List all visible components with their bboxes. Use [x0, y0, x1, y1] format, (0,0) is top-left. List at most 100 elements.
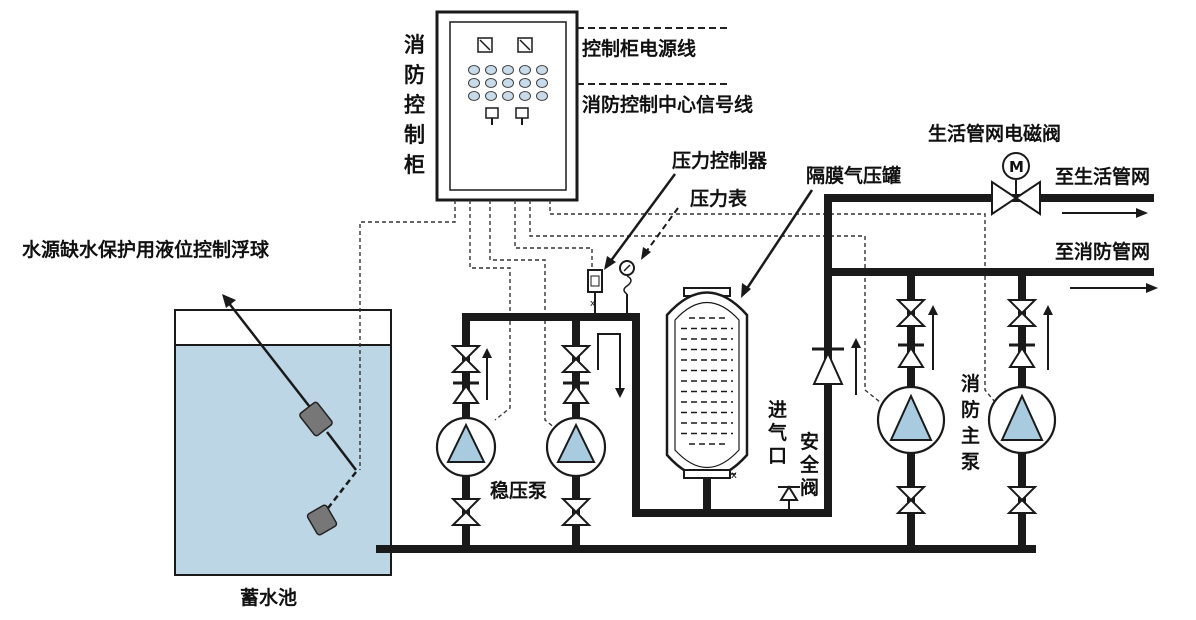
safety-valve-char-1: 安 [800, 430, 819, 453]
pressure-gauge-label: 压力表 [690, 187, 748, 210]
float-arrow-head [222, 294, 236, 308]
storage-tank [174, 309, 392, 576]
wire-main-1 [529, 200, 881, 403]
safety-valve-char-3: 阀 [800, 476, 819, 499]
float-switch-label: 水源缺水保护用液位控制浮球 [22, 238, 270, 261]
gate-valve-top-upper [450, 345, 482, 361]
solenoid-valve: M [991, 152, 1041, 216]
float-cable-dashed [324, 471, 357, 513]
indicator-light [519, 78, 531, 88]
safety-valve-char-2: 全 [799, 453, 820, 476]
diaphragm-tank-label: 隔膜气压罐 [806, 164, 901, 187]
wire-pressure-switch [514, 200, 593, 270]
air-inlet-label: 进 气 口 [767, 399, 787, 467]
cabinet-label-char-4: 制 [404, 123, 425, 147]
indicator-light [536, 78, 548, 88]
cabinet-label-char-2: 防 [404, 63, 425, 87]
solenoid-label: 生活管网电磁阀 [928, 122, 1061, 145]
signal-line-label: 消防控制中心信号线 [582, 93, 753, 116]
jockey-pump-1-impeller [446, 422, 486, 463]
tank-outline [174, 309, 392, 576]
pressure-controller-label: 压力控制器 [672, 149, 768, 172]
tank-interior-dashes [681, 317, 733, 445]
float-arrow-line [227, 301, 321, 421]
indicator-light [485, 65, 497, 75]
main-check-valve-2 [1008, 346, 1036, 368]
main-pump-1-impeller [889, 393, 933, 441]
air-inlet-char-3: 口 [768, 445, 787, 467]
jockey-pumps-label: 稳压泵 [490, 479, 547, 502]
main-pump-2-assembly [987, 299, 1057, 514]
float-ball-lower [306, 504, 338, 536]
indicator-light [485, 91, 497, 101]
cabinet-switches [477, 37, 533, 53]
cabinet-terminals [485, 107, 529, 125]
cabinet-inner [449, 21, 567, 191]
solenoid-motor [1002, 152, 1030, 180]
control-wiring [359, 200, 996, 470]
pressure-gauge-pointer [645, 207, 679, 253]
tank-label: 蓄水池 [240, 586, 297, 609]
diaphragm-tank: x [665, 287, 749, 481]
float-cable [326, 431, 357, 471]
safety-valve-label: 安 全 阀 [799, 430, 820, 499]
tank-water [175, 345, 391, 575]
float-switch [222, 294, 357, 536]
main-pumps-char-2: 防 [961, 398, 980, 421]
indicator-light [468, 65, 480, 75]
main-pumps-char-1: 消 [961, 372, 980, 395]
riser-check-valve [812, 338, 861, 395]
solenoid-symbol: M [1009, 158, 1024, 176]
air-inlet-char-1: 进 [768, 399, 787, 421]
indicator-light [502, 78, 514, 88]
jockey-pump-1-assembly [435, 345, 497, 526]
main-pump-1-assembly [876, 299, 946, 514]
wire-float [359, 200, 456, 470]
cabinet-label-char-3: 控 [404, 93, 425, 117]
main-pumps-char-3: 主 [961, 425, 980, 447]
gate-valve-top-lower [450, 357, 482, 373]
air-inlet-char-2: 气 [767, 421, 787, 444]
pressure-controller: x [587, 269, 603, 313]
indicator-light [502, 65, 514, 75]
indicator-light [519, 65, 531, 75]
fire-outlet-label: 至消防管网 [1055, 240, 1150, 263]
indicator-light [485, 78, 497, 88]
control-cabinet [435, 10, 579, 202]
safety-valve [778, 485, 800, 511]
diaphragm-tank-pointer [744, 189, 814, 291]
domestic-outlet-label: 至生活管网 [1055, 165, 1150, 188]
check-valve-2 [562, 384, 590, 404]
indicator-light [536, 65, 548, 75]
pressure-controller-pointer [608, 173, 677, 263]
indicator-light [536, 91, 548, 101]
cabinet-label-char-1: 消 [404, 33, 425, 57]
main-check-valve-1 [897, 346, 925, 368]
gate-valve-bottom-upper [450, 498, 482, 514]
gate-valve-bottom-lower [450, 510, 482, 526]
pressure-gauge [619, 260, 635, 313]
svg-text:x: x [731, 470, 737, 481]
wire-jockey-2 [489, 200, 556, 429]
main-pumps-char-4: 泵 [961, 451, 980, 473]
jockey-pump-2-impeller [556, 422, 596, 463]
main-pump-2-impeller [1000, 393, 1044, 441]
tank-shell [665, 291, 749, 479]
indicator-light [502, 91, 514, 101]
wire-jockey-1 [469, 200, 511, 421]
wire-main-2 [549, 200, 996, 403]
power-line-label: 控制柜电源线 [582, 37, 696, 60]
svg-text:x: x [590, 299, 596, 309]
cabinet-label-char-5: 柜 [404, 153, 425, 177]
main-pumps-label: 消 防 主 泵 [961, 372, 980, 473]
indicator-light [519, 91, 531, 101]
indicator-light [468, 78, 480, 88]
check-valve-1 [452, 384, 480, 404]
float-ball-upper [299, 401, 333, 437]
cabinet-vertical-label: 消 防 控 制 柜 [404, 33, 425, 177]
jockey-pump-2-assembly [545, 333, 625, 526]
indicator-lights [468, 65, 548, 101]
indicator-light [468, 91, 480, 101]
